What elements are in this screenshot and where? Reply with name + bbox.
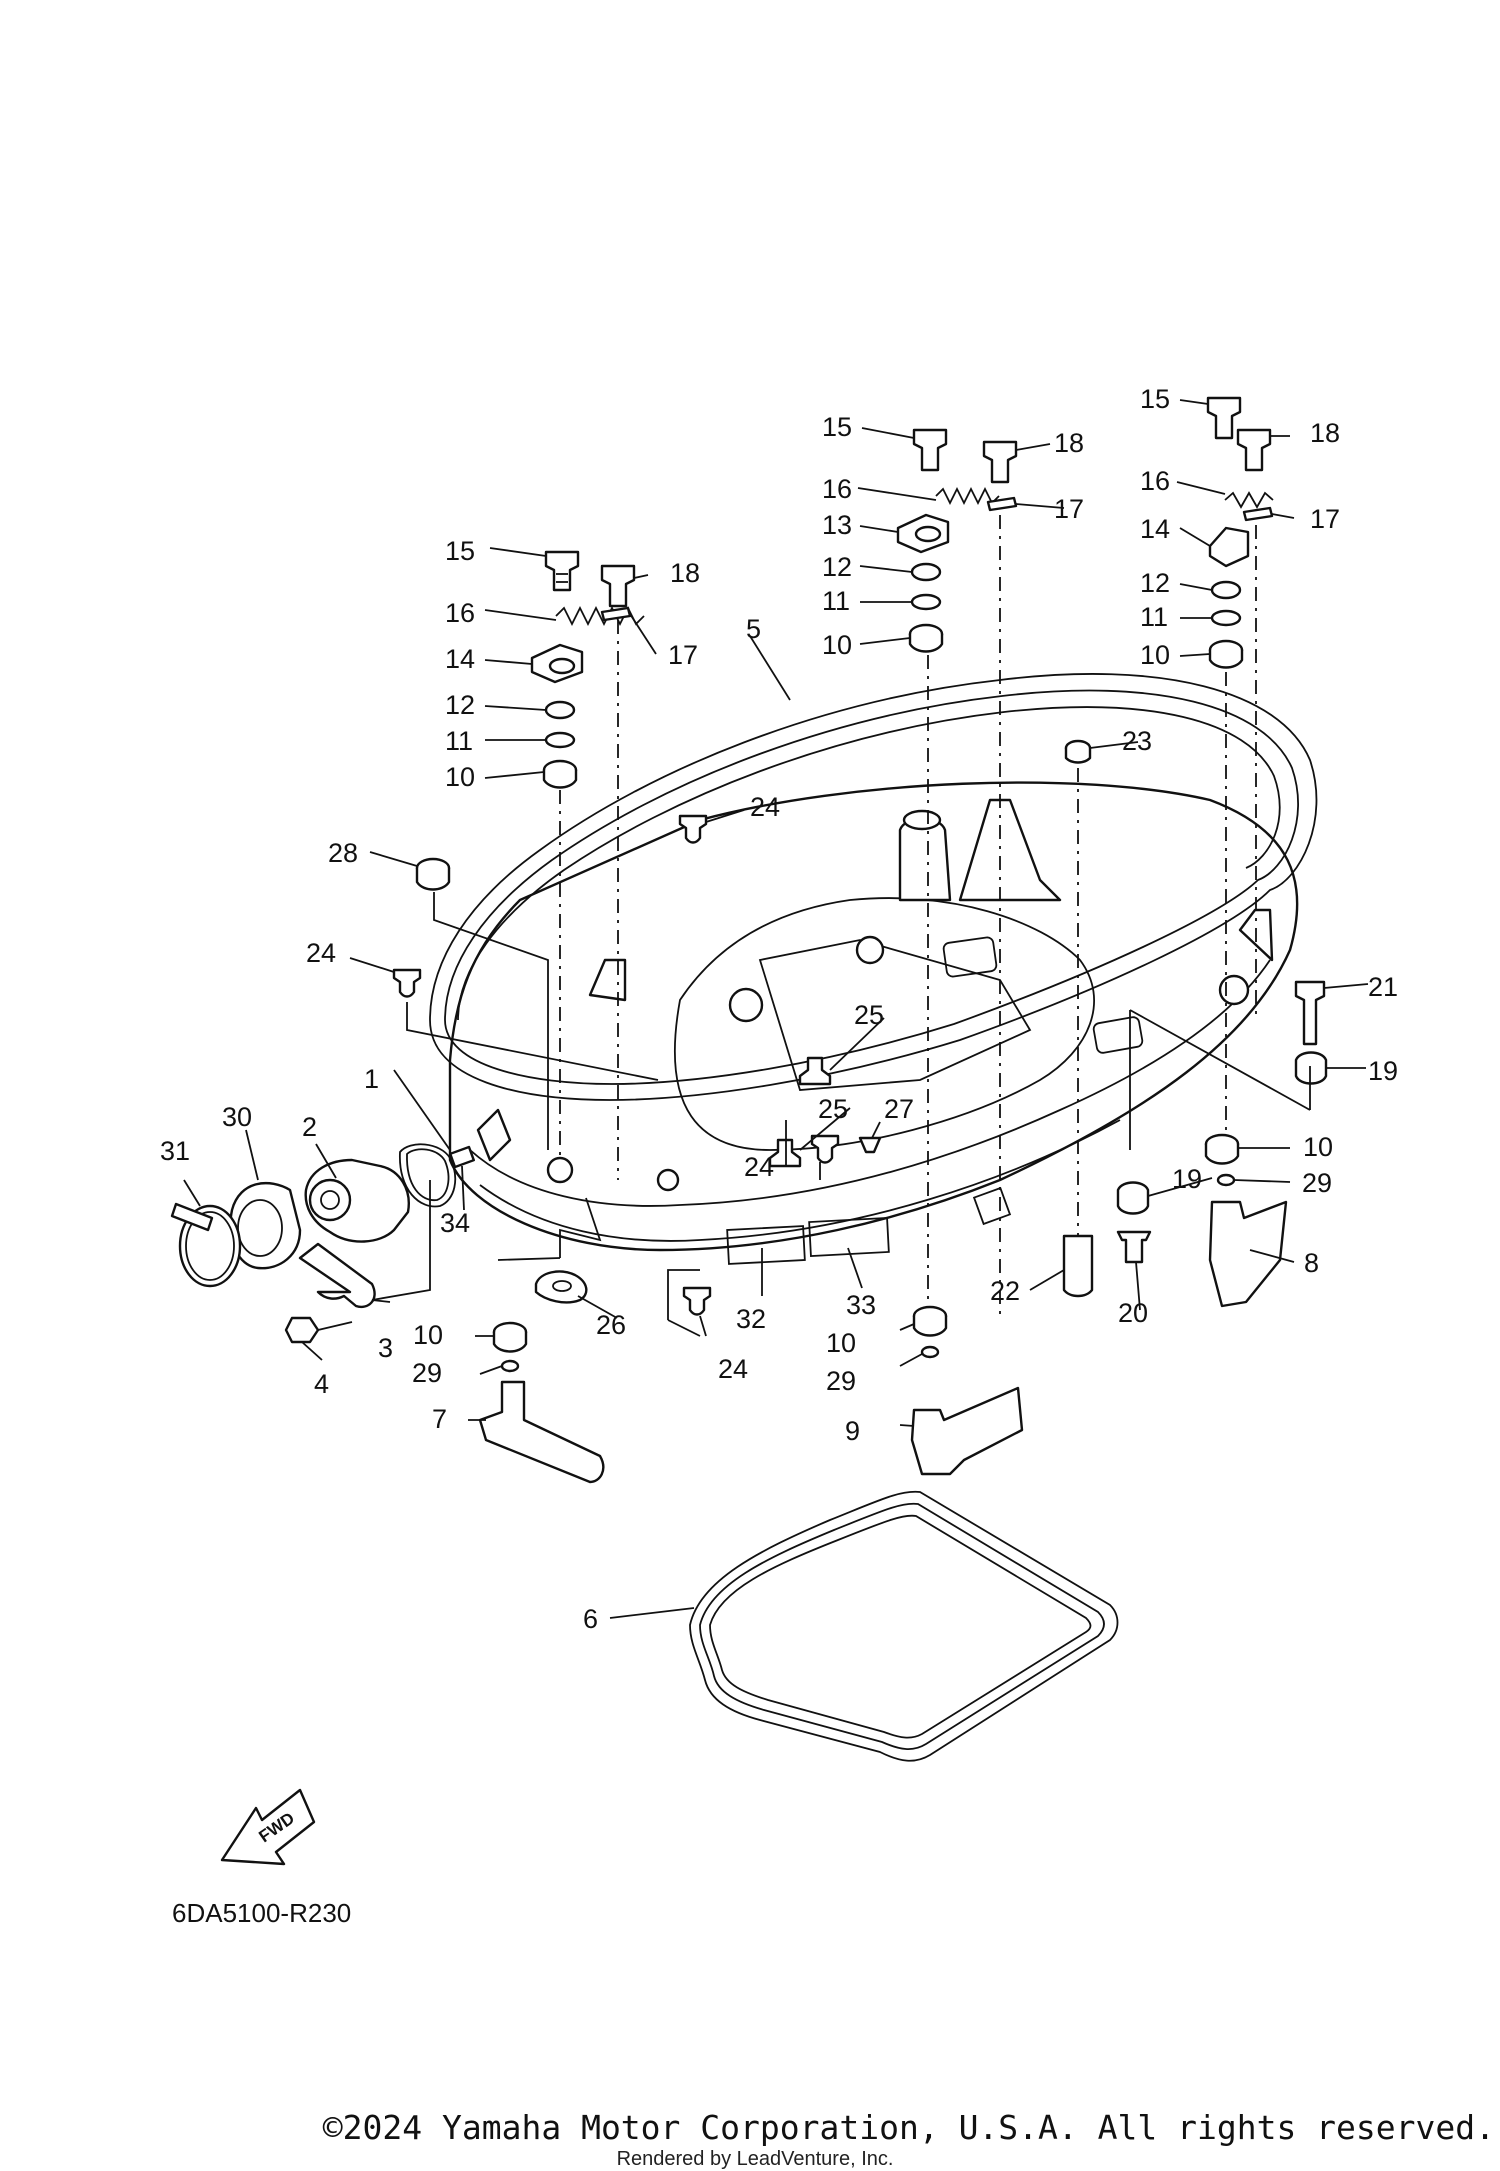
callout-22: 22 (990, 1276, 1020, 1306)
callout-24-center: 24 (744, 1152, 774, 1182)
callout-9: 9 (845, 1416, 860, 1446)
callout-6: 6 (583, 1604, 598, 1634)
diagram-code: 6DA5100-R230 (172, 1898, 351, 1928)
callout-34: 34 (440, 1208, 470, 1238)
hardware-stack-right (1206, 396, 1274, 1140)
callout-31: 31 (160, 1136, 190, 1166)
callout-labels: 1 2 3 4 5 6 7 8 9 10 10 10 10 10 10 11 1… (160, 384, 1398, 1634)
callout-15-right: 15 (1140, 384, 1170, 414)
rendered-by-note: Rendered by LeadVenture, Inc. (616, 2148, 894, 2170)
callout-10-right-low: 10 (1303, 1132, 1333, 1162)
callout-16-right: 16 (1140, 466, 1170, 496)
callout-26: 26 (596, 1310, 626, 1340)
callout-14-right: 14 (1140, 514, 1170, 544)
callout-10-right: 10 (1140, 640, 1170, 670)
callout-25-lower: 25 (818, 1094, 848, 1124)
seal-5 (429, 673, 1318, 1101)
callout-24-top: 24 (750, 792, 780, 822)
callout-13: 13 (822, 510, 852, 540)
callout-12-right: 12 (1140, 568, 1170, 598)
callout-11-right: 11 (1140, 602, 1168, 632)
levers (478, 1200, 1288, 1484)
callout-17-left: 17 (668, 640, 698, 670)
callout-10-center: 10 (822, 630, 852, 660)
callout-30: 30 (222, 1102, 252, 1132)
callout-25-upper: 25 (854, 1000, 884, 1030)
hardware-stack-left (530, 550, 645, 1180)
grommets (392, 739, 1328, 1373)
callout-17-right: 17 (1310, 504, 1340, 534)
callout-4: 4 (314, 1369, 329, 1399)
fwd-arrow: FWD (220, 1788, 316, 1866)
callout-12-center: 12 (822, 552, 852, 582)
callout-18-right: 18 (1310, 418, 1340, 448)
leader-lines (183, 399, 1369, 1619)
gasket-6 (689, 1490, 1119, 1762)
callout-1: 1 (364, 1064, 379, 1094)
hardware-stack-center (896, 428, 1018, 1320)
side-fittings (170, 1143, 475, 1344)
callout-28: 28 (328, 838, 358, 868)
callout-16-left: 16 (445, 598, 475, 628)
callout-29-center: 29 (826, 1366, 856, 1396)
callout-29-right: 29 (1302, 1168, 1332, 1198)
callout-20: 20 (1118, 1298, 1148, 1328)
callout-19-center: 19 (1172, 1164, 1202, 1194)
callout-10-left: 10 (445, 762, 475, 792)
callout-23: 23 (1122, 726, 1152, 756)
callout-10-left-low: 10 (413, 1320, 443, 1350)
callout-8: 8 (1304, 1248, 1319, 1278)
callout-18-center: 18 (1054, 428, 1084, 458)
callout-16-center: 16 (822, 474, 852, 504)
callout-24-bottom: 24 (718, 1354, 748, 1384)
callout-2: 2 (302, 1112, 317, 1142)
callout-18-left: 18 (670, 558, 700, 588)
callout-15-left: 15 (445, 536, 475, 566)
callout-24-left: 24 (306, 938, 336, 968)
callout-3: 3 (378, 1333, 393, 1363)
copyright-notice: ©2024 Yamaha Motor Corporation, U.S.A. A… (322, 2108, 1495, 2147)
callout-32: 32 (736, 1304, 766, 1334)
callout-17-center: 17 (1054, 494, 1084, 524)
callout-7: 7 (432, 1404, 447, 1434)
callout-11-left: 11 (445, 726, 473, 756)
callout-5: 5 (746, 614, 761, 644)
callout-21: 21 (1368, 972, 1398, 1002)
callout-29-left: 29 (412, 1358, 442, 1388)
callout-10-center-low: 10 (826, 1328, 856, 1358)
callout-12-left: 12 (445, 690, 475, 720)
callout-11-center: 11 (822, 586, 850, 616)
callout-15-center: 15 (822, 412, 852, 442)
callout-19-right: 19 (1368, 1056, 1398, 1086)
callout-33: 33 (846, 1290, 876, 1320)
callout-27: 27 (884, 1094, 914, 1124)
callout-14-left: 14 (445, 644, 475, 674)
